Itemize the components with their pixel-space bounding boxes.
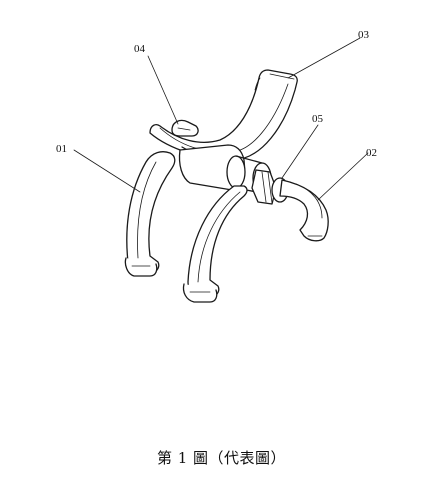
leader-lines bbox=[73, 37, 369, 201]
label-02: 02 bbox=[366, 147, 377, 159]
left-clip bbox=[171, 119, 199, 137]
right-leg bbox=[182, 185, 248, 303]
figure-caption: 第 1 圖（代表圖） bbox=[156, 449, 287, 467]
label-01: 01 bbox=[56, 143, 67, 155]
label-04: 04 bbox=[134, 43, 146, 55]
label-05: 05 bbox=[312, 113, 324, 125]
label-03: 03 bbox=[358, 29, 370, 41]
left-leg bbox=[124, 151, 176, 277]
right-arm bbox=[279, 179, 329, 242]
